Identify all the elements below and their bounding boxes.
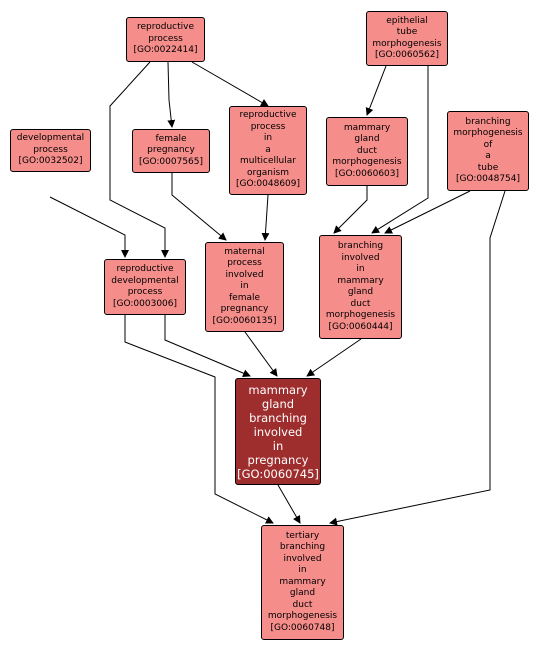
node-label-line: mammary xyxy=(279,576,326,587)
edge-epithelial-tube-to-branching-mammary-duct xyxy=(371,66,429,234)
node-label-line: pregnancy xyxy=(147,145,195,156)
node-label-line: in xyxy=(298,565,307,576)
node-label-line: gland xyxy=(354,134,380,145)
node-label-line: gland xyxy=(347,287,374,297)
node-label-line: process xyxy=(33,144,68,155)
node-label-line: tube xyxy=(477,162,499,173)
node-label-line: reproductive xyxy=(239,110,297,121)
node-label-line: gland xyxy=(261,396,295,411)
node-label-line: pregnancy xyxy=(220,304,269,315)
edge-developmental-process-to-reproductive-developmental-process xyxy=(49,196,129,258)
edge-branching-mammary-duct-to-mammary-branching-pregnancy xyxy=(306,338,362,377)
node-label-line: process xyxy=(250,121,286,132)
edge-mammary-gland-duct-to-branching-mammary-duct xyxy=(333,186,368,234)
node-label-line: developmental xyxy=(111,275,179,286)
node-label-line: process xyxy=(127,287,163,297)
node-label-line: gland xyxy=(289,588,316,599)
node-label-line: developmental xyxy=(16,133,85,144)
edge-maternal-process-to-mammary-branching-pregnancy xyxy=(244,331,278,377)
node-label-line: process xyxy=(227,258,262,269)
node-label-line: reproductive xyxy=(116,264,174,274)
node-label-line: morphogenesis xyxy=(325,310,396,320)
node-label-line: involved xyxy=(225,269,264,280)
node-label-line: involved xyxy=(283,553,322,564)
edge-branching-tube-to-tertiary-branching xyxy=(329,190,506,526)
node-label-line: mammary xyxy=(343,122,391,133)
node-label-line: in xyxy=(272,438,284,453)
node-label-line: of xyxy=(483,139,493,150)
edge-female-pregnancy-to-maternal-process xyxy=(171,173,227,241)
node-label-line: duct xyxy=(292,599,313,610)
node-label-line: in xyxy=(240,281,249,292)
node-label-line: reproductive xyxy=(136,22,195,33)
node-label-line: [GO:0048609] xyxy=(235,179,301,190)
edge-mammary-branching-pregnancy-to-tertiary-branching xyxy=(277,484,301,524)
edge-branching-tube-to-branching-mammary-duct xyxy=(384,190,471,234)
node-label-line: mammary xyxy=(248,382,308,397)
node-label-line: tertiary xyxy=(285,530,320,541)
node-label-line: tube xyxy=(396,27,418,37)
node-label-line: pregnancy xyxy=(247,452,309,467)
node-label-line: morphogenesis xyxy=(267,611,338,622)
node-label-line: morphogenesis xyxy=(332,157,402,168)
node-label-line: [GO:0032502] xyxy=(18,156,83,167)
node-label-line: involved xyxy=(341,252,380,263)
edge-reproductive-process-to-reproductive-developmental-process xyxy=(109,61,169,258)
node-label-line: process xyxy=(148,33,183,44)
node-label-line: branching xyxy=(337,241,384,251)
edge-reproductive-process-multicellular-to-maternal-process xyxy=(261,194,270,241)
node-label-line: a xyxy=(485,151,491,161)
node-label-line: in xyxy=(356,264,365,274)
node-label-line: [GO:0060444] xyxy=(328,321,393,332)
node-label-line: duct xyxy=(350,298,371,309)
node-label-line: branching xyxy=(279,542,326,553)
edge-reproductive-process-to-female-pregnancy xyxy=(167,61,176,128)
node-label-line: involved xyxy=(253,424,303,439)
node-label-line: morphogenesis xyxy=(453,128,523,138)
node-label-line: multicellular xyxy=(240,156,296,167)
node-label-line: maternal xyxy=(224,246,265,257)
node-label-line: branching xyxy=(249,410,307,425)
node-label-line: [GO:0007565] xyxy=(138,156,204,167)
node-label-line: in xyxy=(263,133,273,144)
node-label-line: [GO:0022414] xyxy=(133,45,198,56)
node-label-line: organism xyxy=(247,167,289,178)
node-label-line: [GO:0060562] xyxy=(374,50,440,60)
edge-epithelial-tube-to-mammary-gland-duct xyxy=(365,65,387,116)
node-label-line: branching xyxy=(465,116,511,127)
node-label-line: duct xyxy=(357,145,377,156)
edge-reproductive-developmental-process-to-mammary-branching-pregnancy xyxy=(164,315,251,377)
node-label-line: [GO:0048754] xyxy=(455,174,521,184)
node-label-line: [GO:0060135] xyxy=(212,315,277,326)
node-label-line: [GO:0060603] xyxy=(334,168,400,179)
edge-reproductive-developmental-process-to-tertiary-branching xyxy=(124,315,274,524)
node-label-line: [GO:0003006] xyxy=(112,298,178,309)
node-label-line: [GO:0060745] xyxy=(237,466,319,481)
node-label-line: female xyxy=(155,133,187,144)
node-label-line: female xyxy=(228,292,261,303)
node-label-line: mammary xyxy=(337,275,384,286)
edge-reproductive-process-to-reproductive-process-multicellular xyxy=(191,61,269,107)
node-label-line: a xyxy=(265,144,271,155)
node-label-line: [GO:0060748] xyxy=(270,622,335,633)
node-label-line: epithelial xyxy=(386,15,428,26)
node-label-line: morphogenesis xyxy=(372,38,442,49)
